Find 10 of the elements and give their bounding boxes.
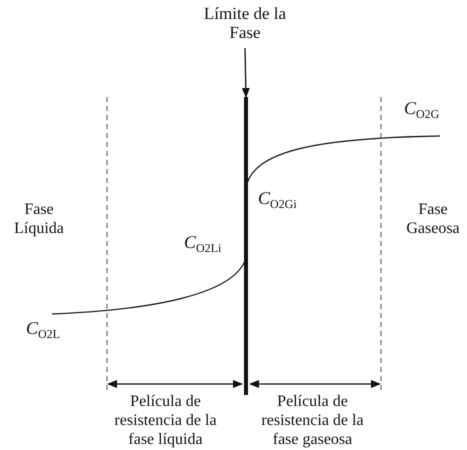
concentration-label: C$_{O2L}$: [26, 318, 60, 342]
phase-label: Fase Líquida: [13, 200, 65, 238]
concentration-label: C$_{O2Li}$: [184, 232, 222, 256]
boundary-label: Límite de la Fase: [195, 4, 295, 42]
phase-label: Fase Gaseosa: [405, 200, 461, 238]
concentration-label: C$_{O2Gi}$: [258, 188, 297, 212]
concentration-label: C$_{O2G}$: [404, 98, 440, 122]
film-label: Película de resistencia de la fase gaseosa: [260, 392, 365, 449]
film-label: Película de resistencia de la fase líquida: [113, 392, 218, 449]
leader-arrow: [242, 48, 250, 98]
